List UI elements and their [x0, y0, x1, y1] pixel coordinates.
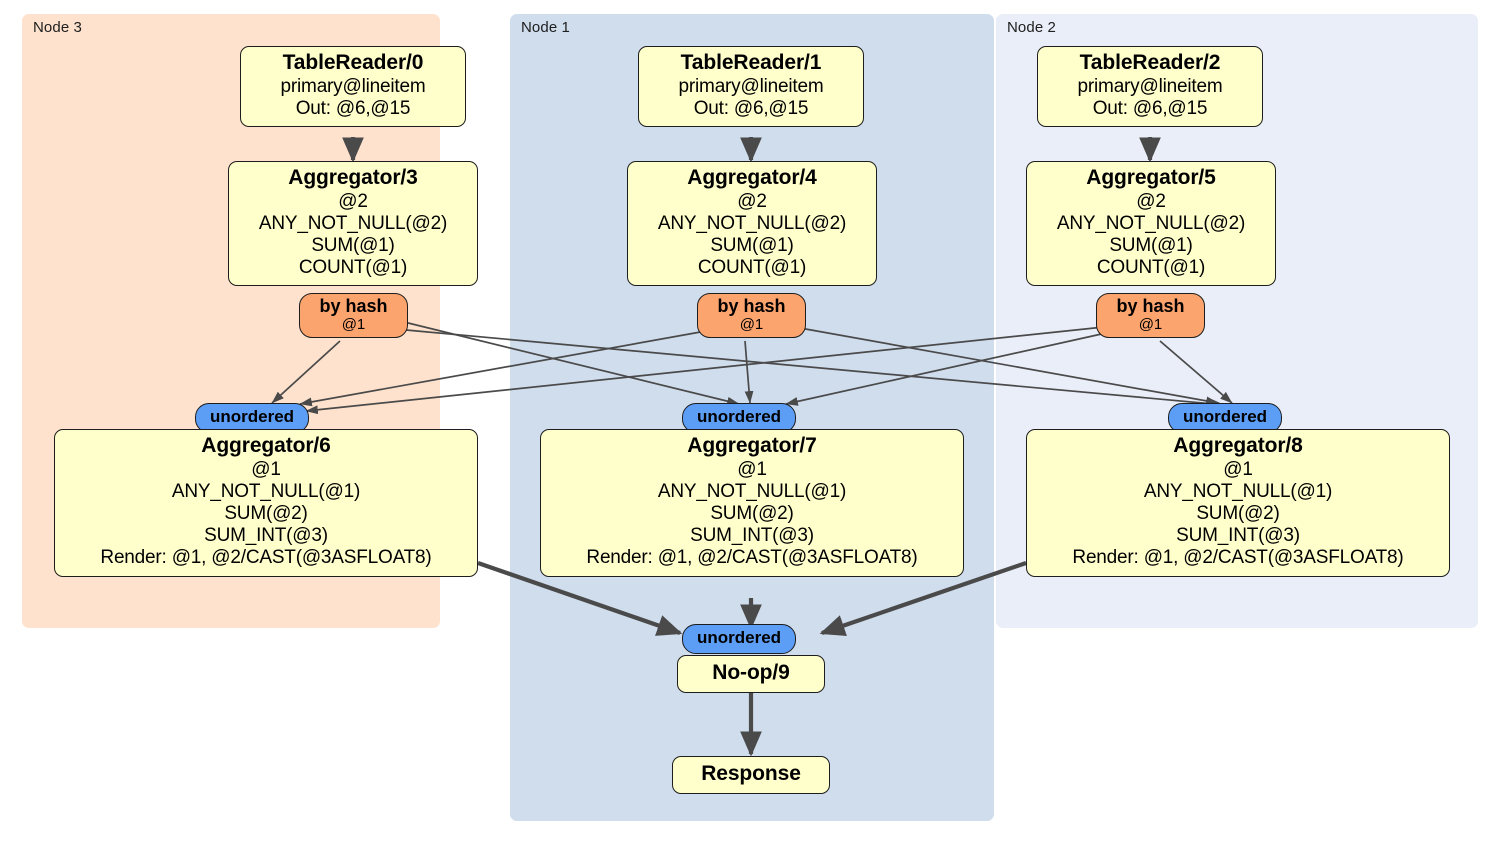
processor-detail: ANY_NOT_NULL(@2) [1056, 213, 1246, 235]
processor-tablereader-0[interactable]: TableReader/0 primary@lineitem Out: @6,@… [240, 46, 466, 128]
router-column: @1 [1138, 315, 1163, 333]
processor-title: TableReader/2 [1079, 51, 1221, 74]
processor-aggregator-5[interactable]: Aggregator/5 @2 ANY_NOT_NULL(@2) SUM(@1)… [1026, 161, 1276, 287]
synchronizer-label: unordered [697, 407, 782, 426]
processor-title: Aggregator/7 [687, 434, 817, 457]
synchronizer-label: unordered [697, 628, 782, 647]
processor-detail: ANY_NOT_NULL(@1) [657, 481, 847, 503]
output-router-by-hash-0[interactable]: by hash @1 [299, 293, 408, 339]
processor-aggregator-4[interactable]: Aggregator/4 @2 ANY_NOT_NULL(@2) SUM(@1)… [627, 161, 877, 287]
processor-tablereader-2[interactable]: TableReader/2 primary@lineitem Out: @6,@… [1037, 46, 1263, 128]
processor-detail: SUM(@2) [224, 503, 308, 525]
processor-detail: SUM_INT(@3) [204, 525, 328, 547]
processor-detail: COUNT(@1) [1096, 257, 1206, 279]
processor-detail: ANY_NOT_NULL(@1) [171, 481, 361, 503]
router-column: @1 [739, 315, 764, 333]
processor-detail: SUM(@2) [1196, 503, 1280, 525]
processor-detail: primary@lineitem [1077, 76, 1223, 98]
router-label: by hash [1116, 296, 1185, 316]
processor-detail: SUM(@1) [710, 235, 794, 257]
processor-aggregator-3[interactable]: Aggregator/3 @2 ANY_NOT_NULL(@2) SUM(@1)… [228, 161, 478, 287]
processor-title: Aggregator/3 [288, 166, 418, 189]
processor-detail: SUM(@2) [710, 503, 794, 525]
processor-render: Render: @1, @2/CAST(@3ASFLOAT8) [586, 547, 918, 569]
processor-detail: SUM(@1) [1109, 235, 1193, 257]
processor-title: TableReader/0 [282, 51, 424, 74]
processor-detail: @1 [737, 459, 767, 481]
processor-detail: SUM_INT(@3) [1176, 525, 1300, 547]
router-column: @1 [341, 315, 366, 333]
processor-title: TableReader/1 [680, 51, 822, 74]
processor-noop-9[interactable]: No-op/9 [677, 655, 825, 694]
router-label: by hash [717, 296, 786, 316]
processor-aggregator-6[interactable]: Aggregator/6 @1 ANY_NOT_NULL(@1) SUM(@2)… [54, 429, 478, 577]
processor-render: Render: @1, @2/CAST(@3ASFLOAT8) [1072, 547, 1404, 569]
processor-title: Aggregator/4 [687, 166, 817, 189]
processor-title: Aggregator/6 [201, 434, 331, 457]
processor-detail: Out: @6,@15 [1092, 98, 1208, 120]
synchronizer-label: unordered [1183, 407, 1268, 426]
processor-detail: primary@lineitem [678, 76, 824, 98]
processor-detail: @1 [251, 459, 281, 481]
processor-detail: primary@lineitem [280, 76, 426, 98]
processor-title: No-op/9 [712, 661, 790, 684]
processor-aggregator-7[interactable]: Aggregator/7 @1 ANY_NOT_NULL(@1) SUM(@2)… [540, 429, 964, 577]
processor-detail: @1 [1223, 459, 1253, 481]
processor-render: Render: @1, @2/CAST(@3ASFLOAT8) [100, 547, 432, 569]
output-router-by-hash-1[interactable]: by hash @1 [697, 293, 806, 339]
processor-detail: Out: @6,@15 [295, 98, 411, 120]
processor-response[interactable]: Response [672, 756, 830, 795]
input-synchronizer-unordered-1[interactable]: unordered [682, 403, 797, 433]
synchronizer-label: unordered [210, 407, 295, 426]
processor-detail: @2 [1136, 191, 1166, 213]
processor-detail: ANY_NOT_NULL(@1) [1143, 481, 1333, 503]
node-panel-label-node1: Node 1 [521, 19, 570, 36]
node-panel-label-node2: Node 2 [1007, 19, 1056, 36]
processor-detail: Out: @6,@15 [693, 98, 809, 120]
processor-detail: SUM_INT(@3) [690, 525, 814, 547]
input-synchronizer-unordered-0[interactable]: unordered [195, 403, 310, 433]
node-panel-label-node3: Node 3 [33, 19, 82, 36]
processor-detail: SUM(@1) [311, 235, 395, 257]
processor-tablereader-1[interactable]: TableReader/1 primary@lineitem Out: @6,@… [638, 46, 864, 128]
router-label: by hash [319, 296, 388, 316]
processor-detail: @2 [737, 191, 767, 213]
processor-title: Aggregator/5 [1086, 166, 1216, 189]
output-router-by-hash-2[interactable]: by hash @1 [1096, 293, 1205, 339]
processor-aggregator-8[interactable]: Aggregator/8 @1 ANY_NOT_NULL(@1) SUM(@2)… [1026, 429, 1450, 577]
processor-title: Response [701, 762, 801, 785]
processor-detail: ANY_NOT_NULL(@2) [657, 213, 847, 235]
input-synchronizer-unordered-final[interactable]: unordered [682, 624, 797, 654]
processor-detail: COUNT(@1) [298, 257, 408, 279]
processor-detail: COUNT(@1) [697, 257, 807, 279]
processor-title: Aggregator/8 [1173, 434, 1303, 457]
processor-detail: @2 [338, 191, 368, 213]
processor-detail: ANY_NOT_NULL(@2) [258, 213, 448, 235]
